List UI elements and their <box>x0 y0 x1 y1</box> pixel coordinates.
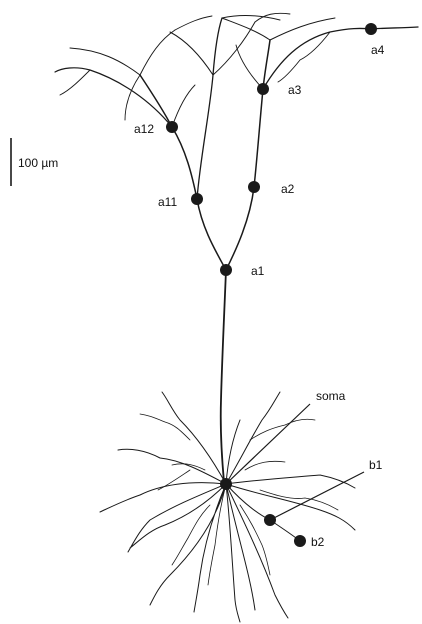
basal-fine-branches <box>139 413 339 586</box>
apical-tuft-2 <box>59 12 331 128</box>
scale-bar: 100 µm <box>10 138 58 186</box>
apical-branch-left <box>139 74 227 271</box>
soma-leader-line <box>225 403 311 485</box>
marker-a3 <box>257 83 269 95</box>
b1-leader-line <box>269 471 365 521</box>
marker-b2 <box>294 535 306 547</box>
marker-a12 <box>166 121 178 133</box>
marker-a2 <box>248 181 260 193</box>
label-b2: b2 <box>311 535 325 549</box>
label-a4: a4 <box>371 43 385 57</box>
label-a3: a3 <box>288 83 302 97</box>
scale-bar-label: 100 µm <box>18 156 58 170</box>
label-a12: a12 <box>134 122 154 136</box>
marker-b1 <box>264 514 276 526</box>
basal-tree <box>99 391 356 623</box>
apical-branch-middle <box>196 17 223 200</box>
apical-branch-right <box>225 39 271 271</box>
apical-dendrite <box>54 12 419 483</box>
label-a2: a2 <box>281 182 295 196</box>
label-b1: b1 <box>369 458 383 472</box>
apical-trunk <box>219 269 227 483</box>
marker-a11 <box>191 193 203 205</box>
leader-lines <box>225 403 365 521</box>
apical-branch-a4 <box>262 26 419 90</box>
labels: a1 a2 a3 a4 a11 a12 soma b1 b2 <box>134 43 385 549</box>
apical-branch-far-left <box>54 67 173 128</box>
label-soma: soma <box>316 389 346 403</box>
marker-a1 <box>220 264 232 276</box>
marker-a4 <box>365 23 377 35</box>
markers <box>166 23 377 547</box>
apical-tuft-1 <box>69 15 336 76</box>
label-a1: a1 <box>251 264 265 278</box>
marker-soma <box>220 478 232 490</box>
basal-dendrites <box>99 391 356 623</box>
label-a11: a11 <box>158 195 177 209</box>
